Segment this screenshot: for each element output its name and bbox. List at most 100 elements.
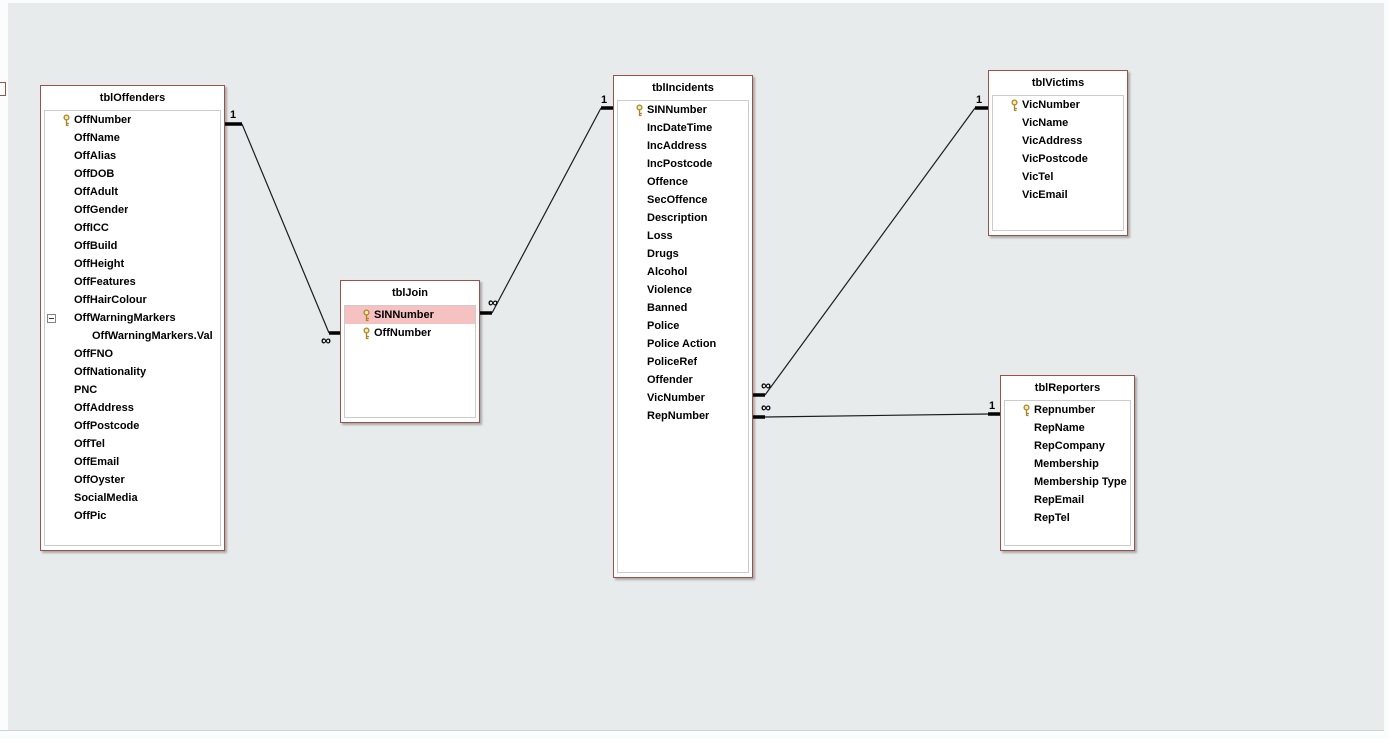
field-row[interactable]: SecOffence: [618, 191, 748, 209]
relationship-incidents-victims[interactable]: ∞ 1: [753, 94, 988, 397]
field-row[interactable]: OffAlias: [45, 147, 220, 165]
table-title[interactable]: tblReporters: [1034, 382, 1101, 394]
field-row[interactable]: OffICC: [45, 219, 220, 237]
field-row[interactable]: OffNumber: [345, 324, 475, 342]
field-row[interactable]: OffEmail: [45, 453, 220, 471]
primary-key-icon: [62, 113, 70, 126]
field-name: Drugs: [647, 248, 679, 260]
primary-key-slot: [358, 326, 374, 340]
field-name: OffGender: [74, 204, 129, 216]
field-row[interactable]: VicNumber: [618, 389, 748, 407]
field-row[interactable]: OffPic: [45, 507, 220, 525]
table-title[interactable]: tblOffenders: [99, 92, 166, 104]
field-name: VicName: [1022, 117, 1069, 129]
field-row[interactable]: RepTel: [1005, 509, 1130, 527]
minus-box-icon: [47, 313, 56, 323]
field-row[interactable]: OffPostcode: [45, 417, 220, 435]
field-row[interactable]: Police Action: [618, 335, 748, 353]
field-row[interactable]: OffNationality: [45, 363, 220, 381]
field-name: PNC: [74, 384, 98, 396]
field-row[interactable]: VicName: [993, 114, 1123, 132]
field-row[interactable]: RepEmail: [1005, 491, 1130, 509]
field-name: OffHeight: [74, 258, 125, 270]
field-row[interactable]: Drugs: [618, 245, 748, 263]
right-gutter: [1384, 0, 1389, 739]
field-row[interactable]: IncPostcode: [618, 155, 748, 173]
field-row[interactable]: OffBuild: [45, 237, 220, 255]
field-row[interactable]: SocialMedia: [45, 489, 220, 507]
field-row[interactable]: IncDateTime: [618, 119, 748, 137]
table-title[interactable]: tblIncidents: [652, 82, 714, 94]
field-row[interactable]: OffTel: [45, 435, 220, 453]
field-row[interactable]: SINNumber: [618, 101, 748, 119]
field-name: RepName: [1034, 422, 1085, 434]
field-row[interactable]: OffFNO: [45, 345, 220, 363]
cardinality-one-label: 1: [601, 94, 607, 106]
field-row[interactable]: VicPostcode: [993, 150, 1123, 168]
field-row[interactable]: OffNumber: [45, 111, 220, 129]
field-row[interactable]: OffHeight: [45, 255, 220, 273]
field-row[interactable]: OffFeatures: [45, 273, 220, 291]
field-name: Repnumber: [1034, 404, 1096, 416]
collapse-toggle-icon[interactable]: [45, 313, 58, 323]
field-row[interactable]: OffAddress: [45, 399, 220, 417]
field-row[interactable]: RepNumber: [618, 407, 748, 425]
field-name: OffOyster: [74, 474, 125, 486]
primary-key-icon: [635, 103, 643, 116]
field-row[interactable]: Police: [618, 317, 748, 335]
field-row[interactable]: Offender: [618, 371, 748, 389]
field-row[interactable]: Banned: [618, 299, 748, 317]
relationship-incidents-reporters[interactable]: ∞ 1: [753, 399, 1000, 419]
field-name: Description: [647, 212, 708, 224]
field-row[interactable]: RepCompany: [1005, 437, 1130, 455]
field-row[interactable]: IncAddress: [618, 137, 748, 155]
field-row[interactable]: RepName: [1005, 419, 1130, 437]
relationship-join-incidents[interactable]: ∞ 1: [480, 94, 613, 315]
field-row[interactable]: VicAddress: [993, 132, 1123, 150]
field-row[interactable]: OffDOB: [45, 165, 220, 183]
relationship-offenders-join[interactable]: 1 ∞: [225, 109, 340, 348]
bottom-scrollbar-gutter[interactable]: [0, 730, 1389, 739]
field-name: Offence: [647, 176, 688, 188]
field-row[interactable]: Violence: [618, 281, 748, 299]
field-row[interactable]: VicTel: [993, 168, 1123, 186]
field-row[interactable]: Loss: [618, 227, 748, 245]
field-row[interactable]: Repnumber: [1005, 401, 1130, 419]
field-row[interactable]: Offence: [618, 173, 748, 191]
table-title[interactable]: tblJoin: [391, 287, 429, 299]
field-row[interactable]: OffHairColour: [45, 291, 220, 309]
field-row[interactable]: OffOyster: [45, 471, 220, 489]
field-row[interactable]: SINNumber: [345, 306, 475, 324]
field-row[interactable]: VicEmail: [993, 186, 1123, 204]
field-row[interactable]: Description: [618, 209, 748, 227]
field-name: Loss: [647, 230, 673, 242]
cardinality-one-label: 1: [989, 400, 995, 412]
field-row[interactable]: OffWarningMarkers.Val: [45, 327, 220, 345]
field-row[interactable]: OffAdult: [45, 183, 220, 201]
field-name: VicAddress: [1022, 135, 1083, 147]
cardinality-many-label: ∞: [761, 377, 771, 393]
field-row[interactable]: VicNumber: [993, 96, 1123, 114]
left-scrollbar-gutter[interactable]: [0, 0, 8, 739]
cardinality-many-label: ∞: [321, 332, 331, 348]
field-row[interactable]: OffGender: [45, 201, 220, 219]
field-row[interactable]: PNC: [45, 381, 220, 399]
field-row[interactable]: Membership Type: [1005, 473, 1130, 491]
field-row[interactable]: OffWarningMarkers: [45, 309, 220, 327]
field-row[interactable]: PoliceRef: [618, 353, 748, 371]
table-title[interactable]: tblVictims: [1031, 77, 1085, 89]
field-row[interactable]: OffName: [45, 129, 220, 147]
field-row[interactable]: Membership: [1005, 455, 1130, 473]
field-name: SINNumber: [647, 104, 707, 116]
field-row[interactable]: Alcohol: [618, 263, 748, 281]
primary-key-slot: [631, 103, 647, 117]
